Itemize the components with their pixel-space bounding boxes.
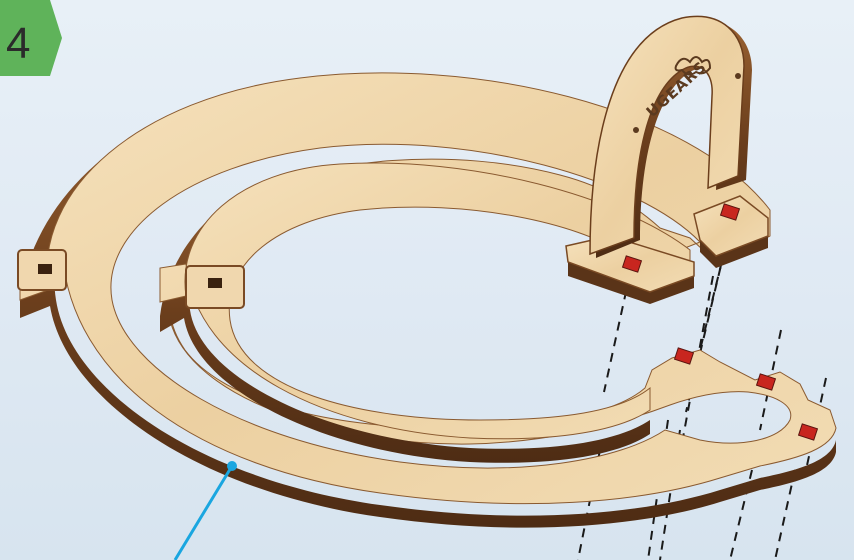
pointer-dot — [227, 461, 237, 471]
pointer-line — [175, 466, 232, 560]
pointer-callout — [175, 461, 237, 560]
step-number: 4 — [6, 19, 30, 68]
step-badge: 4 — [0, 0, 62, 76]
logo-dot — [735, 73, 741, 79]
logo-dot — [633, 127, 639, 133]
connector-slot — [208, 278, 222, 288]
connector-slot — [38, 264, 52, 274]
